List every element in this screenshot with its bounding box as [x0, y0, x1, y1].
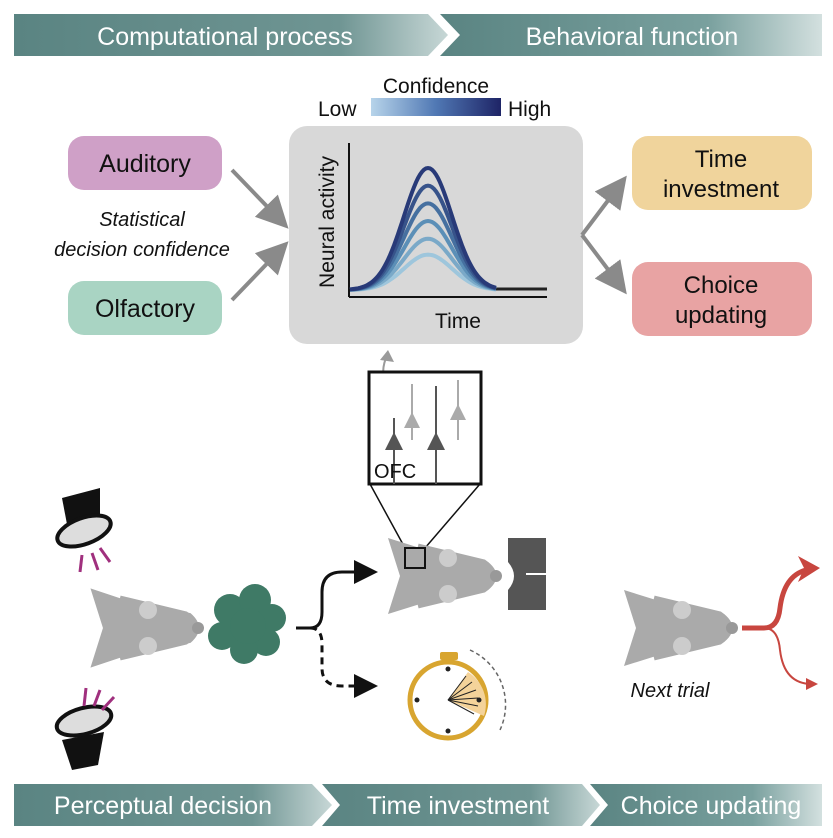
stopwatch-icon [407, 649, 507, 741]
time-investment-line1: Time [695, 146, 747, 173]
banner-segment-perceptual [14, 784, 332, 826]
auditory-box: Auditory [68, 136, 222, 190]
banner-choice-updating: Choice updating [621, 792, 802, 820]
statistical-caption-line2: decision confidence [54, 239, 230, 261]
odor-cloud-icon [208, 584, 286, 664]
rat-head-right-icon [624, 590, 738, 666]
top-banner: Computational process Behavioral functio… [14, 14, 822, 56]
statistical-caption-line1: Statistical [99, 209, 185, 231]
next-trial-label: Next trial [631, 680, 710, 702]
speaker-bottom-icon [54, 687, 116, 770]
confidence-low-label: Low [318, 98, 357, 121]
choice-updating-line1: Choice [684, 272, 759, 299]
neural-activity-panel: Neural activity Time [289, 126, 583, 344]
time-investment-line2: investment [663, 176, 779, 203]
arrow-panel-to-choice [580, 233, 627, 295]
choice-updating-line2: updating [675, 302, 767, 329]
olfactory-box: Olfactory [68, 281, 222, 335]
banner-segment-behavioral [440, 14, 822, 56]
ofc-inset-box [367, 370, 483, 486]
banner-segment-computational [14, 14, 448, 56]
neuron-icons [385, 380, 466, 484]
rat-head-top-icon [388, 538, 502, 614]
arrow-olfactory-to-panel [230, 241, 289, 302]
arrow-panel-to-time [580, 175, 627, 237]
rat-head-left-icon [90, 588, 204, 668]
banner-perceptual-decision: Perceptual decision [54, 792, 272, 820]
confidence-gradient-bar [371, 98, 501, 116]
zoom-line-left [369, 483, 406, 549]
speaker-top-icon [55, 488, 113, 573]
olfactory-label: Olfactory [95, 295, 196, 323]
confidence-curve-6 [349, 165, 497, 292]
auditory-label: Auditory [99, 150, 191, 178]
bottom-banner: Perceptual decision Time investment Choi… [14, 784, 822, 826]
plot-ylabel: Neural activity [316, 156, 339, 288]
banner-time-investment: Time investment [367, 792, 550, 820]
banner-segment-time [322, 784, 600, 826]
plot-xlabel: Time [435, 310, 481, 333]
dashed-arrow-to-timer [309, 626, 378, 698]
elapsed-wedge [448, 672, 486, 716]
banner-computational-process: Computational process [97, 23, 353, 51]
confidence-curves [349, 165, 497, 292]
ofc-label: OFC [374, 461, 416, 483]
ofc-location-square [404, 547, 426, 569]
banner-segment-choice [590, 784, 822, 826]
choice-updating-box: Choice updating [632, 262, 812, 336]
zoom-line-right [424, 483, 481, 549]
ofc-inset: OFC [367, 350, 483, 549]
confidence-title: Confidence [383, 75, 489, 98]
confidence-high-label: High [508, 98, 551, 121]
confidence-colorbar: Confidence Low High [318, 75, 551, 121]
arrow-to-rat-top [296, 560, 378, 630]
arrow-auditory-to-panel [230, 168, 289, 229]
time-investment-box: Time investment [632, 136, 812, 210]
banner-behavioral-function: Behavioral function [526, 23, 739, 51]
choice-update-arrows [742, 556, 820, 690]
reward-port-icon [508, 538, 546, 610]
